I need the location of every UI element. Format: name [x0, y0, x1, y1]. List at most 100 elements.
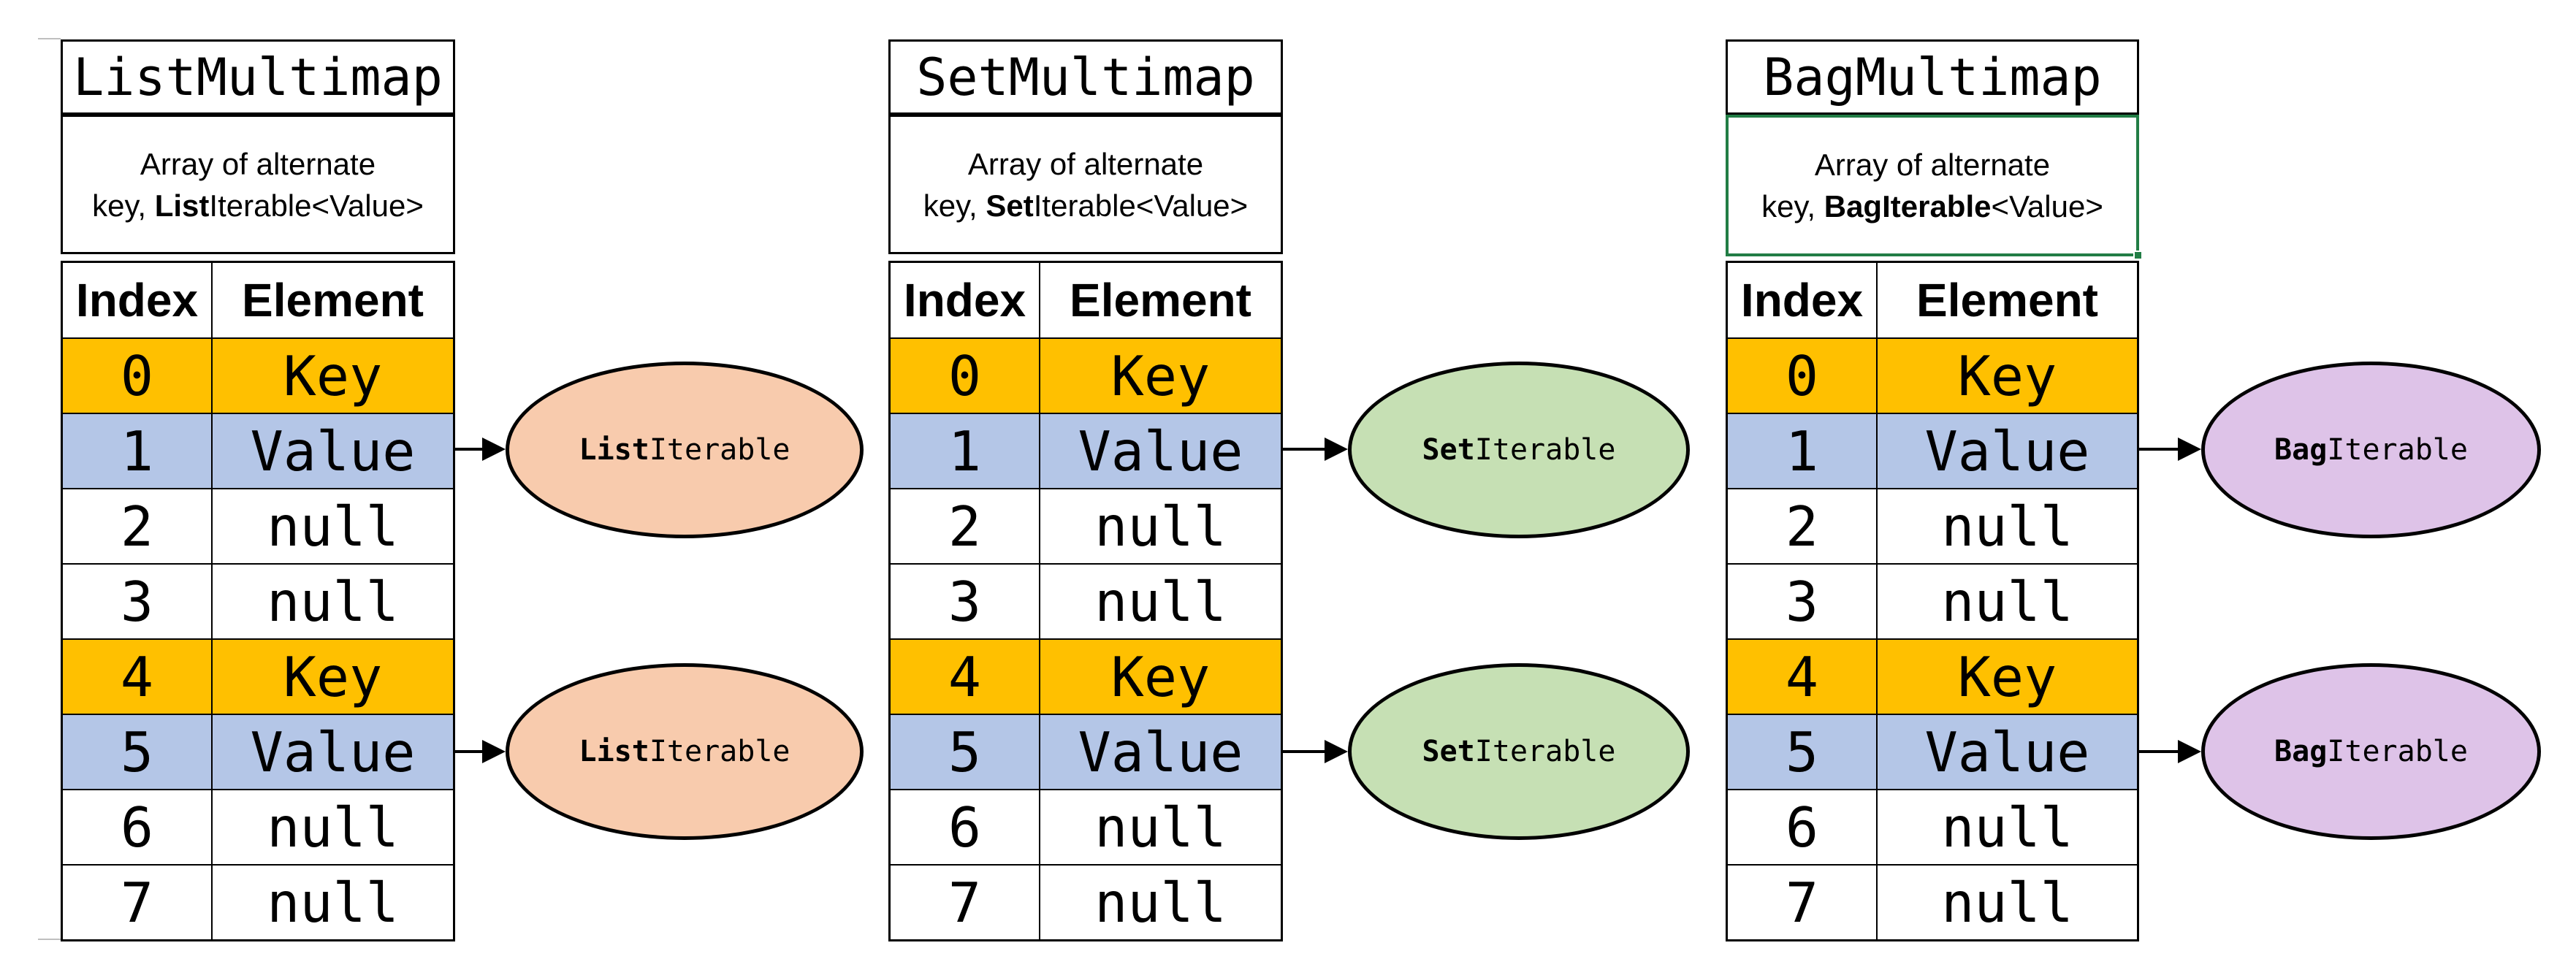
index-cell: 5 — [1728, 715, 1878, 789]
table-row: 1 Value — [63, 413, 453, 488]
index-cell: 4 — [891, 640, 1040, 714]
index-cell: 2 — [63, 489, 213, 563]
selection-fill-handle — [2133, 251, 2143, 260]
bagmultimap-title: BagMultimap — [1726, 39, 2139, 115]
description-line2: key, SetIterable<Value> — [923, 188, 1249, 223]
arrow-head-icon — [2178, 438, 2201, 461]
arrow-line — [455, 750, 487, 753]
table-row: 5 Value — [63, 714, 453, 789]
index-cell: 3 — [891, 565, 1040, 638]
arrow-line — [455, 448, 487, 451]
element-cell: null — [267, 870, 399, 935]
element-cell: null — [267, 569, 399, 634]
index-cell: 5 — [63, 715, 213, 789]
table-header-row: Index Element — [891, 263, 1281, 337]
element-header: Element — [242, 274, 424, 326]
table-row: 4 Key — [1728, 638, 2137, 714]
setmultimap-table: Index Element 0 Key 1 Value 2 null 3 nul… — [888, 261, 1283, 941]
table-row: 6 null — [1728, 789, 2137, 864]
table-row: 6 null — [63, 789, 453, 864]
index-cell: 3 — [1728, 565, 1878, 638]
table-header-row: Index Element — [1728, 263, 2137, 337]
index-cell: 1 — [1728, 414, 1878, 488]
bagmultimap-table: Index Element 0 Key 1 Value 2 null 3 nul… — [1726, 261, 2139, 941]
arrow-head-icon — [1325, 438, 1348, 461]
element-cell: Key — [283, 343, 383, 408]
index-header: Index — [1728, 263, 1878, 337]
index-cell: 4 — [63, 640, 213, 714]
arrow-head-icon — [2178, 740, 2201, 763]
description-line1: Array of alternate — [967, 146, 1204, 181]
index-cell: 7 — [1728, 866, 1878, 939]
table-row: 7 null — [891, 864, 1281, 939]
table-row: 0 Key — [1728, 337, 2137, 413]
table-row: 6 null — [891, 789, 1281, 864]
index-cell: 6 — [891, 790, 1040, 864]
element-cell: Value — [250, 419, 416, 484]
arrow-line — [1283, 448, 1326, 451]
index-cell: 0 — [63, 339, 213, 413]
index-cell: 0 — [1728, 339, 1878, 413]
bagmultimap-description-selected-cell: Array of alternate key, BagIterable<Valu… — [1726, 115, 2143, 260]
element-cell: null — [1094, 494, 1227, 559]
gridline-tick — [38, 939, 61, 940]
table-row: 2 null — [1728, 488, 2137, 563]
description-line1: Array of alternate — [140, 146, 376, 181]
index-cell: 7 — [63, 866, 213, 939]
element-cell: Key — [1957, 644, 2057, 709]
description-line2: key, ListIterable<Value> — [92, 188, 424, 223]
arrow-head-icon — [482, 438, 506, 461]
index-cell: 2 — [1728, 489, 1878, 563]
index-header: Index — [63, 263, 213, 337]
element-cell: null — [267, 494, 399, 559]
table-header-row: Index Element — [63, 263, 453, 337]
element-cell: Key — [1110, 343, 1211, 408]
index-cell: 1 — [63, 414, 213, 488]
listmultimap-title: ListMultimap — [61, 39, 455, 115]
table-row: 5 Value — [1728, 714, 2137, 789]
element-cell: null — [1941, 795, 2073, 860]
element-cell: null — [1941, 569, 2073, 634]
table-row: 0 Key — [891, 337, 1281, 413]
table-row: 0 Key — [63, 337, 453, 413]
table-row: 4 Key — [891, 638, 1281, 714]
element-cell: null — [1094, 569, 1227, 634]
table-row: 7 null — [1728, 864, 2137, 939]
gridline-tick — [38, 38, 61, 39]
arrow-head-icon — [1325, 740, 1348, 763]
element-cell: null — [1094, 795, 1227, 860]
index-cell: 1 — [891, 414, 1040, 488]
index-cell: 0 — [891, 339, 1040, 413]
title-text: SetMultimap — [916, 47, 1255, 107]
arrow-line — [1283, 750, 1326, 753]
element-cell: null — [267, 795, 399, 860]
element-cell: Value — [1078, 719, 1243, 784]
table-row: 3 null — [891, 563, 1281, 638]
description-line2: key, BagIterable<Value> — [1761, 189, 2103, 224]
element-cell: null — [1094, 870, 1227, 935]
element-header: Element — [1070, 274, 1251, 326]
table-row: 1 Value — [891, 413, 1281, 488]
index-cell: 5 — [891, 715, 1040, 789]
table-row: 5 Value — [891, 714, 1281, 789]
element-cell: Value — [250, 719, 416, 784]
setmultimap-title: SetMultimap — [888, 39, 1283, 115]
table-row: 7 null — [63, 864, 453, 939]
table-row: 2 null — [891, 488, 1281, 563]
index-cell: 2 — [891, 489, 1040, 563]
index-cell: 6 — [63, 790, 213, 864]
table-row: 4 Key — [63, 638, 453, 714]
setmultimap-description: Array of alternate key, SetIterable<Valu… — [888, 115, 1283, 254]
title-text: BagMultimap — [1763, 47, 2102, 107]
element-cell: null — [1941, 494, 2073, 559]
table-row: 3 null — [63, 563, 453, 638]
listmultimap-table: Index Element 0 Key 1 Value 2 null 3 nul… — [61, 261, 455, 941]
element-cell: null — [1941, 870, 2073, 935]
